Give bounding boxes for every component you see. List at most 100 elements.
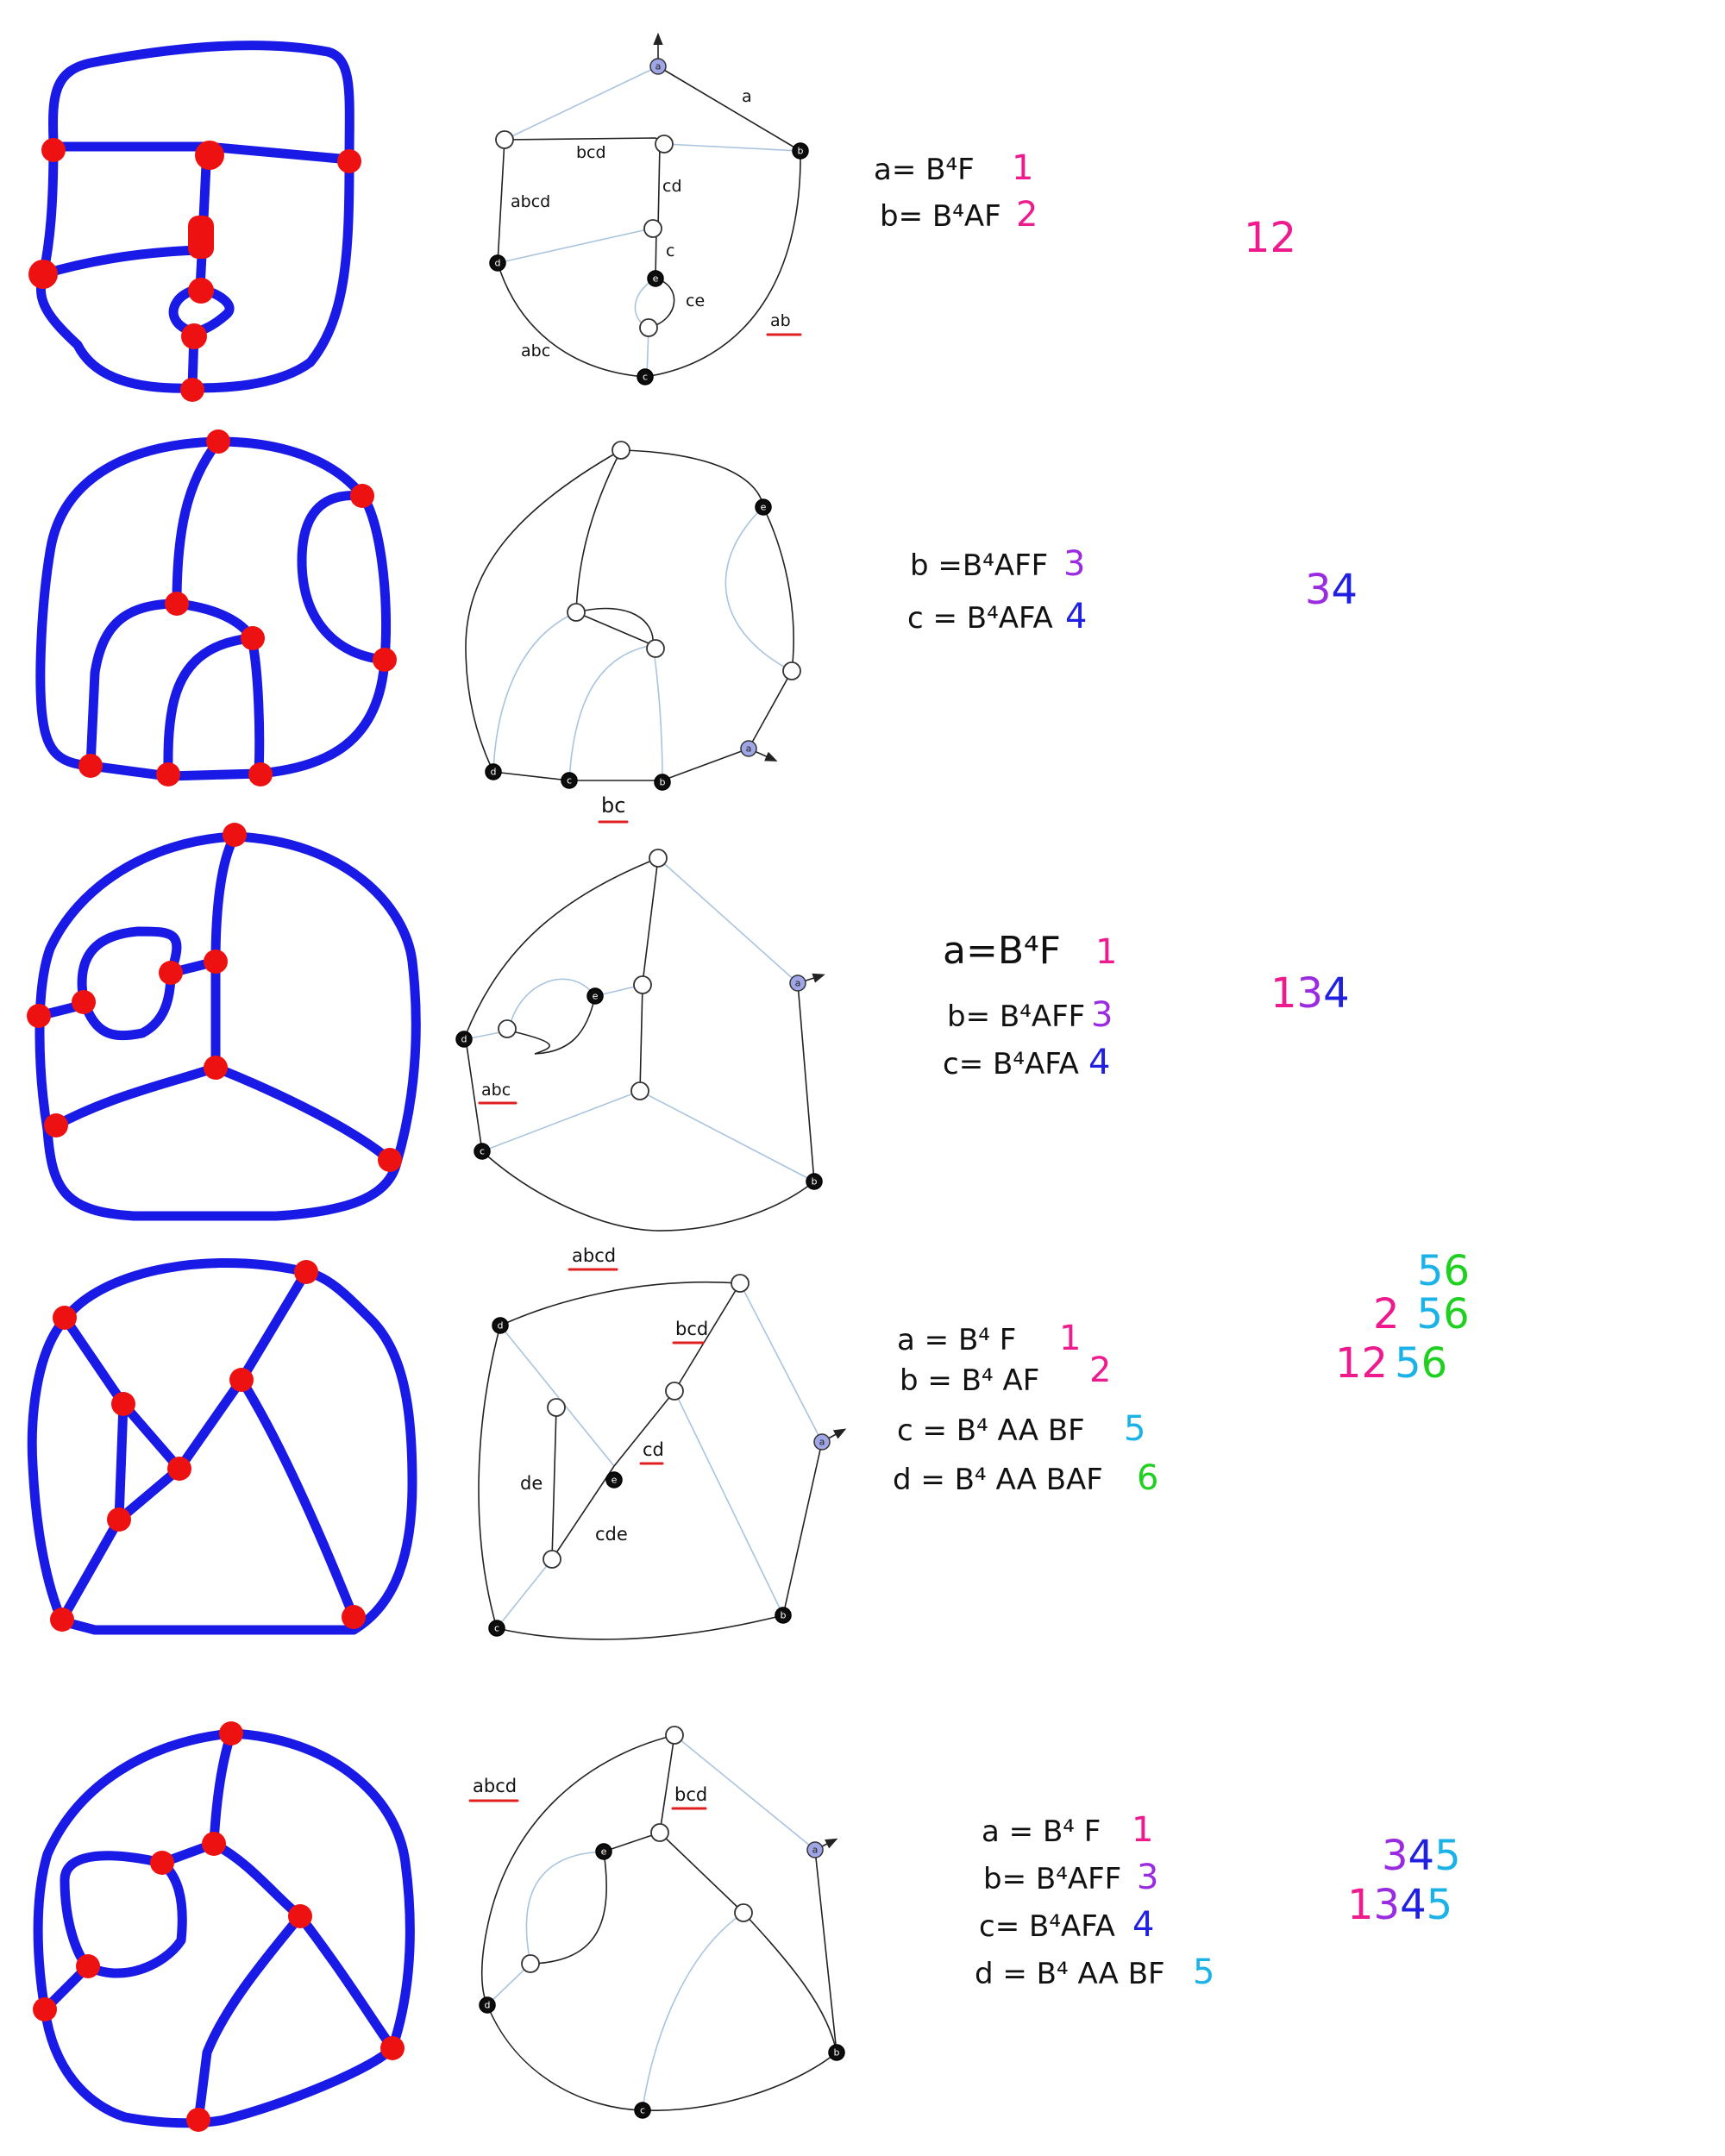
formula-list-4: a = B⁴ F 1 b = B⁴ AF 2 c = B⁴ AA BF 5 d … (893, 1319, 1158, 1498)
total-1: 1 (1335, 1339, 1362, 1388)
combination-total: 12 (1244, 214, 1296, 262)
node-b-label: b (660, 777, 666, 788)
row-3: a e d c b abc a=B⁴F 1 b= B⁴AFF 3 c= B⁴AF… (27, 823, 1350, 1232)
node-c-label: c (480, 1146, 485, 1157)
total-4: 4 (1408, 1832, 1435, 1880)
formula-number: 1 (1012, 148, 1033, 188)
total-2: 2 (1373, 1290, 1400, 1338)
formula-text: c = B⁴AFA (907, 601, 1053, 636)
edge-label-abcd: abcd (511, 192, 550, 211)
row-1: a b d e c a bcd abcd cd c ce ab abc a= B… (28, 32, 1296, 402)
total-4: 4 (1323, 969, 1350, 1018)
total-5: 5 (1417, 1247, 1444, 1295)
row-2: e a d c b bc b =B⁴AFF 3 c = B⁴AFA 4 34 (35, 429, 1358, 824)
total-1: 1 (1347, 1881, 1374, 1929)
edge-label-ab: ab (770, 311, 791, 330)
total-5: 5 (1395, 1339, 1421, 1388)
formula-list-5: a = B⁴ F 1 b= B⁴AFF 3 c= B⁴AFA 4 d = B⁴ … (975, 1810, 1214, 1992)
hand-drawn-graph-4 (27, 1257, 417, 1635)
node-c-label: c (567, 775, 572, 787)
formula-text: a = B⁴ F (982, 1814, 1101, 1849)
total-1: 1 (1270, 969, 1297, 1018)
node-e-label: e (601, 1846, 607, 1858)
row-5: a e d b c abcd bcd a = B⁴ F 1 b= B⁴AFF 3… (33, 1721, 1461, 2132)
formula-text: a= B⁴F (874, 153, 975, 187)
hand-drawn-graph-3 (27, 823, 421, 1221)
total-2: 2 (1362, 1339, 1389, 1388)
formula-text: c = B⁴ AA BF (897, 1413, 1085, 1448)
hand-drawn-graph-5 (33, 1721, 415, 2132)
node-c-label: c (643, 372, 648, 383)
node-e-label: e (593, 991, 599, 1002)
combination-total: 134 (1270, 969, 1350, 1018)
hand-drawn-graph-2 (35, 429, 397, 787)
formula-text: c= B⁴AFA (943, 1047, 1079, 1081)
formula-number: 2 (1089, 1351, 1111, 1390)
formula-list-1: a= B⁴F 1 b= B⁴AF 2 (874, 148, 1038, 235)
combination-total: 56 (1417, 1247, 1470, 1295)
edge-label-c: c (666, 241, 674, 260)
formula-text: b= B⁴AFF (947, 1000, 1085, 1034)
total-4: 4 (1332, 566, 1358, 614)
formula-text: b= B⁴AFF (983, 1862, 1121, 1896)
edge-label-cd: cd (662, 177, 682, 196)
node-a-label: a (656, 61, 662, 72)
total-5: 5 (1417, 1290, 1444, 1338)
formula-list-3: a=B⁴F 1 b= B⁴AFF 3 c= B⁴AFA 4 (943, 929, 1117, 1082)
formula-text: a=B⁴F (943, 929, 1061, 973)
edge-label-bcd: bcd (576, 143, 606, 162)
node-d-label: d (498, 1320, 504, 1332)
node-b-label: b (812, 1176, 818, 1188)
edge-label-cde: cde (595, 1524, 628, 1545)
formula-text: d = B⁴ AA BAF (893, 1463, 1103, 1497)
formula-number: 2 (1016, 195, 1038, 235)
combination-total: 1345 (1347, 1881, 1452, 1929)
formula-text: b= B⁴AF (880, 199, 1001, 234)
node-d-label: d (485, 2000, 491, 2011)
edge-label-abcd: abcd (473, 1776, 517, 1796)
formula-text: b =B⁴AFF (910, 548, 1048, 583)
node-e-label: e (653, 273, 659, 285)
node-graph-2: e a d c b bc (465, 441, 801, 824)
node-a-label: a (795, 978, 801, 989)
total-4: 4 (1400, 1881, 1427, 1929)
total-6: 6 (1421, 1339, 1448, 1388)
node-e-label: e (761, 502, 767, 513)
formula-text: b = B⁴ AF (900, 1363, 1039, 1398)
formula-text: d = B⁴ AA BF (975, 1957, 1165, 1991)
formula-text: c= B⁴AFA (979, 1909, 1115, 1944)
formula-text: a = B⁴ F (897, 1323, 1016, 1357)
total-3: 3 (1382, 1832, 1408, 1880)
node-b-label: b (798, 146, 804, 157)
edge-label-a: a (742, 87, 752, 106)
formula-number: 4 (1088, 1043, 1110, 1082)
node-d-label: d (491, 767, 497, 778)
node-graph-5: a e d b c abcd bcd (468, 1726, 845, 2119)
node-a-label: a (746, 743, 752, 755)
hand-drawn-graph-1 (28, 41, 361, 402)
total-6: 6 (1444, 1247, 1471, 1295)
node-c-label: c (640, 2105, 645, 2116)
formula-number: 3 (1063, 544, 1085, 584)
edge-label-cd: cd (643, 1439, 664, 1460)
formula-number: 5 (1124, 1409, 1145, 1449)
node-e-label: e (612, 1475, 618, 1486)
formula-number: 1 (1059, 1319, 1081, 1358)
node-b-label: b (781, 1610, 787, 1621)
total-3: 3 (1305, 566, 1332, 614)
node-c-label: c (494, 1623, 499, 1634)
edge-label-ce: ce (686, 291, 705, 310)
edge-label-bcd: bcd (675, 1319, 708, 1339)
node-d-label: d (495, 258, 501, 269)
total-6: 6 (1443, 1290, 1470, 1338)
total-5: 5 (1427, 1881, 1453, 1929)
combination-totals-5: 345 1345 (1347, 1832, 1461, 1929)
edge-label-abcd: abcd (572, 1245, 616, 1266)
total-5: 5 (1434, 1832, 1461, 1880)
node-graph-3: a e d c b abc (455, 849, 825, 1232)
node-a-label: a (819, 1437, 825, 1448)
edge-label-abc: abc (521, 342, 550, 360)
